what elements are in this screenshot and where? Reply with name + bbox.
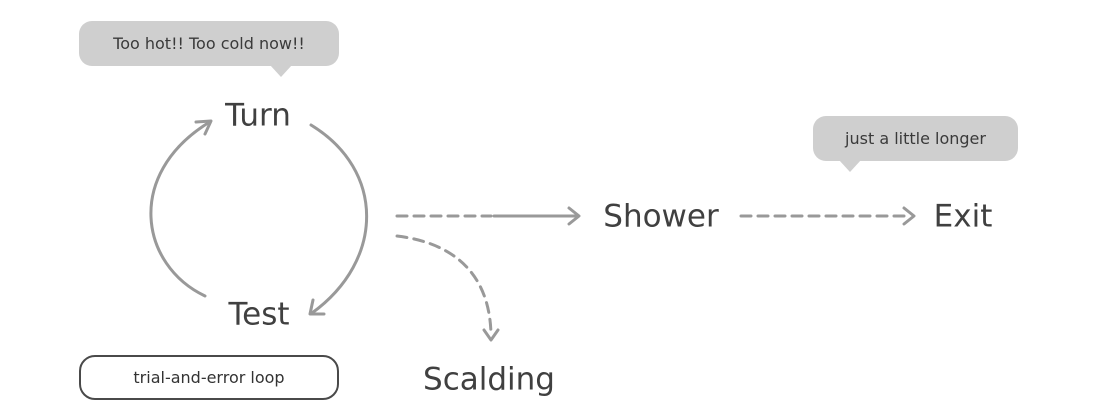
arrow-loop-to-shower-head xyxy=(567,206,581,226)
arrow-turn-to-test-head xyxy=(308,298,326,316)
turn-speech-bubble: Too hot!! Too cold now!! xyxy=(79,21,339,77)
node-exit: Exit xyxy=(933,198,993,235)
exit-speech-bubble: just a little longer xyxy=(813,116,1018,172)
arrow-test-to-turn-head xyxy=(194,119,213,136)
loop-label-box: trial-and-error loop xyxy=(79,355,339,400)
loop-label-text: trial-and-error loop xyxy=(133,368,285,387)
arrow-loop-to-scalding-head xyxy=(482,328,500,342)
node-shower: Shower xyxy=(603,198,719,235)
arrow-test-to-turn xyxy=(149,121,210,298)
node-turn: Turn xyxy=(225,97,291,134)
node-scalding: Scalding xyxy=(423,361,555,398)
exit-speech-text: just a little longer xyxy=(845,129,986,148)
arrow-shower-to-exit-head xyxy=(902,206,916,226)
node-test: Test xyxy=(228,296,290,333)
turn-speech-text: Too hot!! Too cold now!! xyxy=(113,34,305,53)
arrow-turn-to-test xyxy=(309,123,368,315)
arrow-loop-to-scalding xyxy=(395,234,493,337)
